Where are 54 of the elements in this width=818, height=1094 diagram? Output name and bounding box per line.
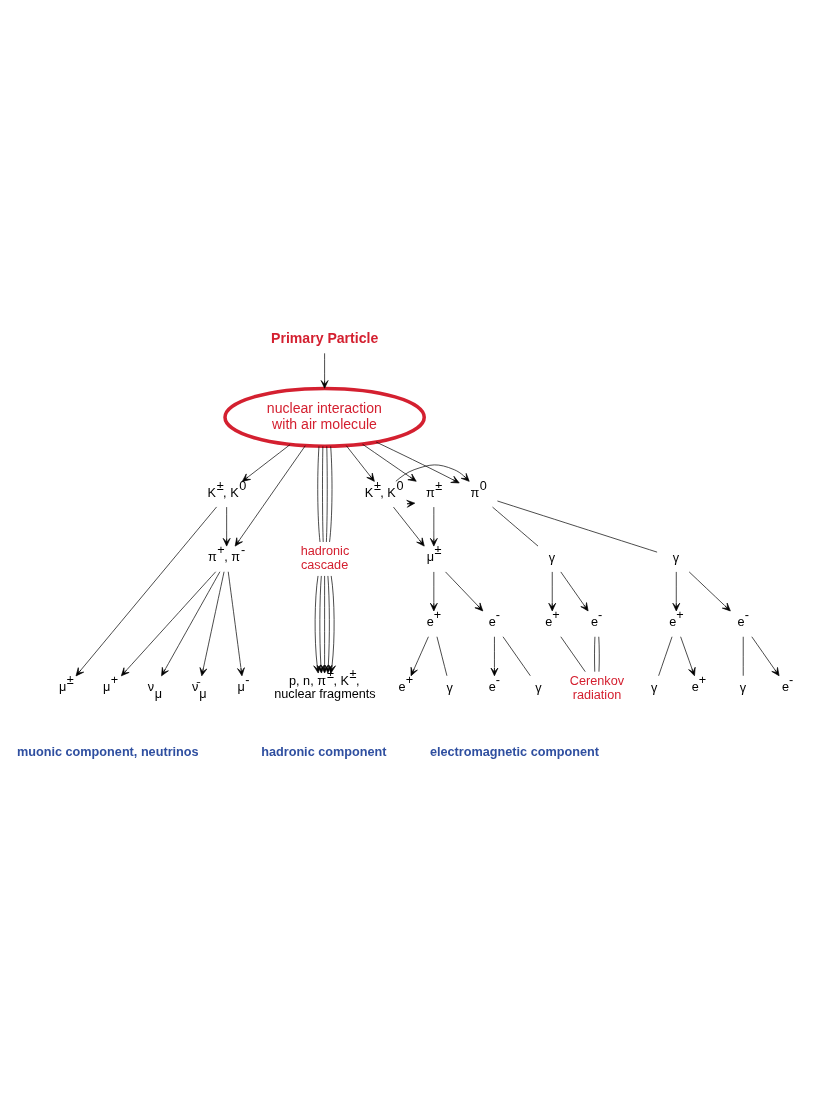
connector	[317, 446, 321, 543]
node-text: γ	[446, 680, 453, 695]
connector	[326, 446, 328, 543]
node-text: γ	[739, 680, 747, 695]
node-text: γ	[650, 680, 658, 695]
connector	[658, 636, 673, 677]
arrow	[395, 464, 470, 482]
node-ellipse: nuclear interaction with air molecule	[223, 386, 426, 448]
arrow	[410, 636, 429, 677]
arrow	[362, 443, 417, 482]
arrow	[430, 571, 438, 612]
arrow	[490, 636, 499, 677]
arrow	[313, 575, 321, 674]
label: muonic component, neutrinos	[16, 744, 199, 759]
arrow	[375, 441, 460, 484]
arrow	[393, 506, 425, 547]
label: electromagnetic component	[429, 744, 599, 759]
arrow	[222, 506, 231, 547]
arrow	[328, 575, 336, 674]
arrow	[317, 575, 325, 674]
arrow	[560, 571, 589, 612]
node-text: Primary Particle	[271, 330, 379, 347]
node-text: γ	[672, 551, 680, 566]
arrow	[672, 571, 681, 612]
node-text: hadronic cascade	[300, 544, 350, 573]
node-text: γ	[548, 551, 556, 566]
arrow	[680, 636, 696, 677]
arrow	[345, 445, 375, 482]
connector	[497, 500, 658, 553]
connector	[560, 636, 586, 673]
arrow	[320, 352, 329, 389]
arrow	[751, 636, 780, 677]
label: hadronic component	[261, 744, 387, 759]
arrow	[430, 506, 438, 547]
arrow	[121, 571, 217, 677]
arrow	[445, 571, 484, 612]
connector	[492, 506, 539, 547]
arrow	[324, 575, 333, 674]
arrow	[320, 575, 329, 674]
connector	[594, 636, 596, 673]
connector	[436, 636, 448, 677]
arrow	[199, 571, 225, 677]
connector	[502, 636, 531, 677]
arrow	[688, 571, 731, 612]
arrow	[75, 506, 217, 677]
node-text: Cerenkov radiation	[569, 673, 625, 702]
arrow	[234, 445, 306, 547]
arrow	[548, 571, 557, 612]
arrow	[241, 444, 291, 482]
connector	[329, 446, 333, 543]
connector	[322, 446, 324, 543]
arrow	[227, 571, 245, 677]
arrow	[161, 571, 221, 677]
node-text: γ	[535, 680, 542, 695]
